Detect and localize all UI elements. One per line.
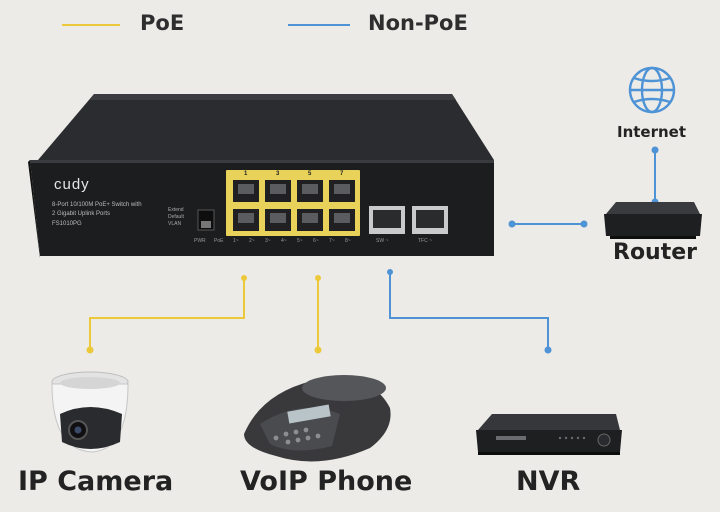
label-port-7: 7~ (329, 238, 335, 244)
nvr-label: NVR (516, 466, 581, 497)
router-device (604, 202, 702, 239)
label-tfc: TFC ~ (418, 238, 433, 244)
legend-poe-label: PoE (140, 11, 185, 35)
port-number-1: 1 (244, 171, 248, 177)
port-number-5: 5 (308, 171, 312, 177)
port-inner (238, 184, 350, 223)
port-number-3: 3 (276, 171, 280, 177)
label-poe: PoE (214, 238, 224, 244)
router-label: Router (613, 240, 698, 265)
label-sw: SW ~ (376, 238, 389, 244)
label-port-2: 2~ (249, 238, 255, 244)
switch-mode-label-1: Extend (168, 207, 184, 213)
switch-mode-label-2: Default (168, 214, 184, 220)
poe-switch (28, 94, 494, 258)
switch-brand: cudy (54, 176, 90, 193)
connection-lines (89, 150, 656, 350)
legend-non-poe-label: Non-PoE (368, 11, 468, 35)
uplink-ports (369, 206, 448, 234)
label-port-6: 6~ (313, 238, 319, 244)
port-number-7: 7 (340, 171, 344, 177)
internet-label: Internet (617, 123, 687, 141)
switch-model-line1: 8-Port 10/100M PoE+ Switch with (52, 202, 142, 208)
legend-poe-line (62, 24, 120, 26)
dome-camera-icon (51, 371, 129, 453)
conference-phone-icon (244, 375, 391, 462)
ip-camera-label: IP Camera (18, 466, 174, 497)
label-port-4: 4~ (281, 238, 287, 244)
label-port-5: 5~ (297, 238, 303, 244)
switch-model-line2: 2 Gigabit Uplink Ports (52, 211, 111, 217)
label-port-8: 8~ (345, 238, 351, 244)
switch-mode-label-3: VLAN (168, 221, 182, 227)
poe-line-ip-camera (89, 278, 245, 350)
connection-dots (86, 146, 659, 354)
label-pwr: PWR (194, 238, 206, 244)
voip-phone-label: VoIP Phone (240, 466, 413, 497)
switch-model-code: FS1010PG (52, 221, 82, 227)
label-port-3: 3~ (265, 238, 271, 244)
non-poe-line-nvr (389, 272, 549, 350)
legend-non-poe-line (288, 24, 350, 26)
nvr-icon (476, 414, 622, 455)
label-port-1: 1~ (233, 238, 239, 244)
globe-icon (628, 66, 676, 114)
